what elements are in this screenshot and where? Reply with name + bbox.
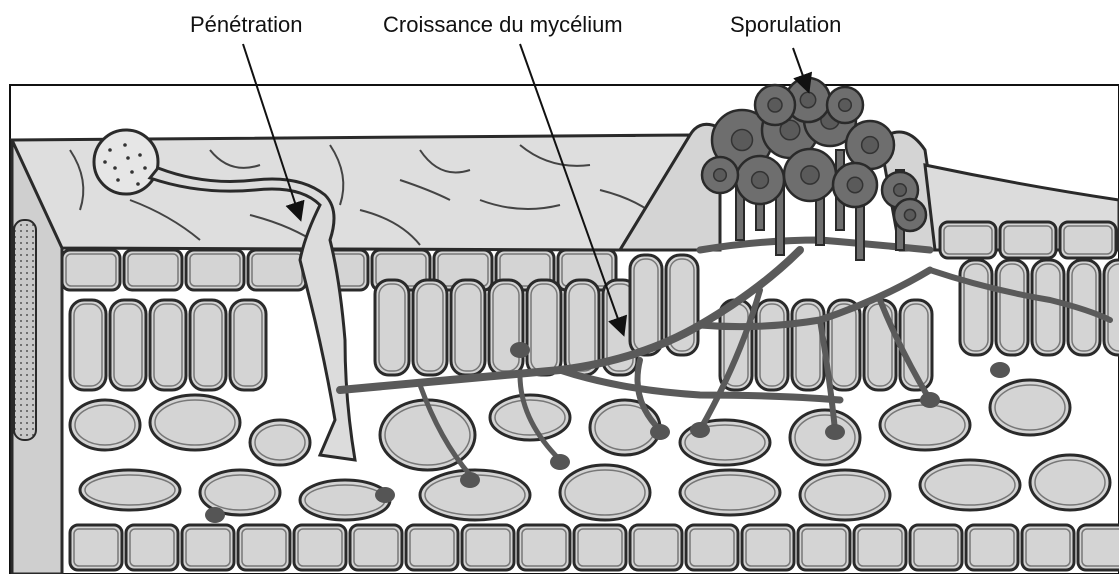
lower-epidermis-cell	[630, 525, 682, 570]
palisade-cell	[1032, 260, 1064, 355]
spore-dot	[136, 182, 140, 186]
spore-dot	[103, 160, 107, 164]
lower-epidermis-cell	[406, 525, 458, 570]
lower-epidermis-cell	[238, 525, 290, 570]
lower-epidermis-cell	[1022, 525, 1074, 570]
haustorium	[825, 424, 845, 440]
lower-epidermis-cell	[126, 525, 178, 570]
palisade-cell	[451, 280, 485, 375]
lower-epidermis-cell	[742, 525, 794, 570]
epidermis-cell	[940, 222, 996, 258]
lower-epidermis-cell	[798, 525, 850, 570]
lower-epidermis-cell	[854, 525, 906, 570]
spongy-cell	[70, 400, 140, 450]
spongy-cell	[590, 400, 660, 455]
epidermis-cell	[186, 250, 244, 290]
spongy-cell	[250, 420, 310, 465]
spore-dot	[138, 153, 142, 157]
spore-dot	[108, 148, 112, 152]
palisade-cell	[70, 300, 106, 390]
haustorium	[375, 487, 395, 503]
lower-epidermis-cell	[966, 525, 1018, 570]
spore-dot	[143, 166, 147, 170]
palisade-cell	[230, 300, 266, 390]
epidermis-cell	[1060, 222, 1116, 258]
palisade-cell	[489, 280, 523, 375]
epidermis-cell	[1000, 222, 1056, 258]
epidermis-cell	[62, 250, 120, 290]
palisade-cell	[630, 255, 662, 355]
spore-dot	[130, 170, 134, 174]
spongy-cell	[1030, 455, 1110, 510]
palisade-cell	[413, 280, 447, 375]
lower-epidermis-cells	[70, 525, 1119, 570]
spongy-cell	[150, 395, 240, 450]
spongy-cell	[800, 470, 890, 520]
haustorium	[920, 392, 940, 408]
spongy-cell	[80, 470, 180, 510]
haustorium	[650, 424, 670, 440]
haustorium	[460, 472, 480, 488]
spore-dot	[123, 143, 127, 147]
lower-epidermis-cell	[182, 525, 234, 570]
spore-dot	[126, 156, 130, 160]
lower-epidermis-cell	[518, 525, 570, 570]
spongy-cell	[990, 380, 1070, 435]
palisade-cell	[527, 280, 561, 375]
epidermis-cell	[248, 250, 306, 290]
spongy-cell	[300, 480, 390, 520]
spore-dot	[116, 178, 120, 182]
lower-epidermis-cell	[574, 525, 626, 570]
palisade-cell	[960, 260, 992, 355]
palisade-cell	[996, 260, 1028, 355]
haustorium	[550, 454, 570, 470]
side-face-speckled-cell	[14, 220, 36, 440]
palisade-cell	[150, 300, 186, 390]
lower-epidermis-cell	[462, 525, 514, 570]
spongy-cell	[680, 470, 780, 515]
spongy-cell	[880, 400, 970, 450]
spongy-cell	[560, 465, 650, 520]
lower-epidermis-cell	[350, 525, 402, 570]
palisade-cell	[110, 300, 146, 390]
spongy-cell	[920, 460, 1020, 510]
palisade-cell	[375, 280, 409, 375]
lower-epidermis-cell	[686, 525, 738, 570]
spongy-cell	[790, 410, 860, 465]
lower-epidermis-cell	[70, 525, 122, 570]
lower-epidermis-cell	[294, 525, 346, 570]
epidermis-cell	[124, 250, 182, 290]
spore-dot	[113, 166, 117, 170]
lower-epidermis-cell	[1078, 525, 1119, 570]
haustorium	[510, 342, 530, 358]
haustorium	[690, 422, 710, 438]
palisade-cell	[1104, 260, 1119, 355]
haustorium	[990, 362, 1010, 378]
palisade-cell	[190, 300, 226, 390]
haustorium	[205, 507, 225, 523]
lower-epidermis-cell	[910, 525, 962, 570]
